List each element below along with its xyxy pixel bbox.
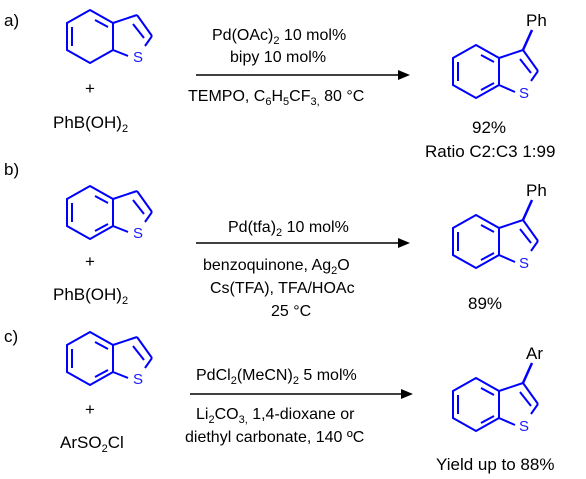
label-b: b) [4, 160, 19, 179]
benzothiophene-reactant-c: S [66, 330, 153, 388]
reagent-a: PhB(OH)2 [53, 113, 128, 135]
result-a-ratio: Ratio C2:C3 1:99 [425, 142, 555, 161]
plus-sign-c: + [85, 400, 95, 419]
reaction-arrow-b [196, 238, 410, 248]
product-c-substituent: Ar [526, 344, 543, 363]
product-a-substituent: Ph [526, 11, 547, 30]
product-b: S Ph [452, 181, 547, 272]
sulfur-atom: S [133, 49, 143, 66]
reaction-arrow-c [190, 389, 413, 399]
result-b-yield: 89% [468, 294, 502, 313]
result-c-yield: Yield up to 88% [436, 455, 554, 474]
condition-b-oxidant: benzoquinone, Ag2O [203, 257, 350, 277]
label-c: c) [4, 327, 18, 346]
condition-c-solvent-alt: diethyl carbonate, 140 ºC [185, 429, 364, 446]
product-c: S Ar [452, 344, 543, 435]
condition-c-catalyst: PdCl2(MeCN)2 5 mol% [196, 367, 357, 387]
product-b-substituent: Ph [526, 181, 547, 200]
condition-c-base-solvent: Li2CO3, 1,4-dioxane or [196, 406, 355, 426]
benzothiophene-structure [66, 8, 153, 65]
condition-a-additive: TEMPO, C6H5CF3, 80 °C [188, 88, 364, 108]
sulfur-atom: S [519, 85, 529, 102]
condition-b-solvent: Cs(TFA), TFA/HOAc [210, 280, 355, 297]
condition-a-catalyst: Pd(OAc)2 10 mol% [212, 27, 346, 47]
label-a: a) [4, 11, 19, 30]
sulfur-atom: S [133, 225, 143, 242]
sulfur-atom: S [519, 418, 529, 435]
condition-a-ligand: bipy 10 mol% [230, 49, 326, 66]
reaction-arrow-a [196, 70, 410, 80]
reagent-c: ArSO2Cl [60, 433, 124, 455]
condition-b-catalyst: Pd(tfa)2 10 mol% [228, 219, 349, 239]
product-a: S Ph [452, 11, 547, 102]
condition-b-temperature: 25 °C [271, 303, 311, 320]
sulfur-atom: S [519, 255, 529, 272]
reagent-b: PhB(OH)2 [53, 285, 128, 307]
result-a-yield: 92% [472, 118, 506, 137]
benzothiophene-reactant-b: S [66, 184, 153, 242]
plus-sign-b: + [85, 252, 95, 271]
plus-sign-a: + [85, 79, 95, 98]
sulfur-atom: S [133, 371, 143, 388]
benzothiophene-reactant-a: S [66, 8, 153, 66]
